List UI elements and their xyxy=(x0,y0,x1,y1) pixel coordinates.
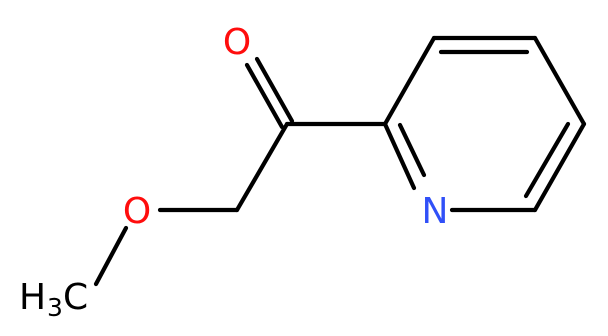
bond-carbonyl-double-a xyxy=(244,62,285,130)
bond-lines xyxy=(93,35,587,287)
bond-ring-c2-c3 xyxy=(382,35,437,127)
bond-carbonyl-double-b xyxy=(254,56,295,124)
bond-ring-c4-c5 xyxy=(532,35,587,127)
ring-nitrogen-label: N xyxy=(422,191,449,232)
bond-ring-inner-n-c2 xyxy=(397,122,427,178)
bond-ring-n-c2 xyxy=(382,121,417,191)
bond-carbonyl-ch2 xyxy=(234,121,290,213)
methyl-group-label: H 3 C xyxy=(19,277,88,322)
methyl-c-label: C xyxy=(63,277,88,318)
bond-ring-inner-c5-c6 xyxy=(523,121,571,199)
ether-oxygen-label: O xyxy=(123,191,151,232)
methyl-h-label: H xyxy=(19,277,46,318)
bond-ring-c5-c6 xyxy=(532,121,587,213)
carbonyl-oxygen-label: O xyxy=(223,22,251,63)
bond-ether-oxygen-methyl xyxy=(93,225,129,287)
methyl-subscript-label: 3 xyxy=(47,293,63,322)
